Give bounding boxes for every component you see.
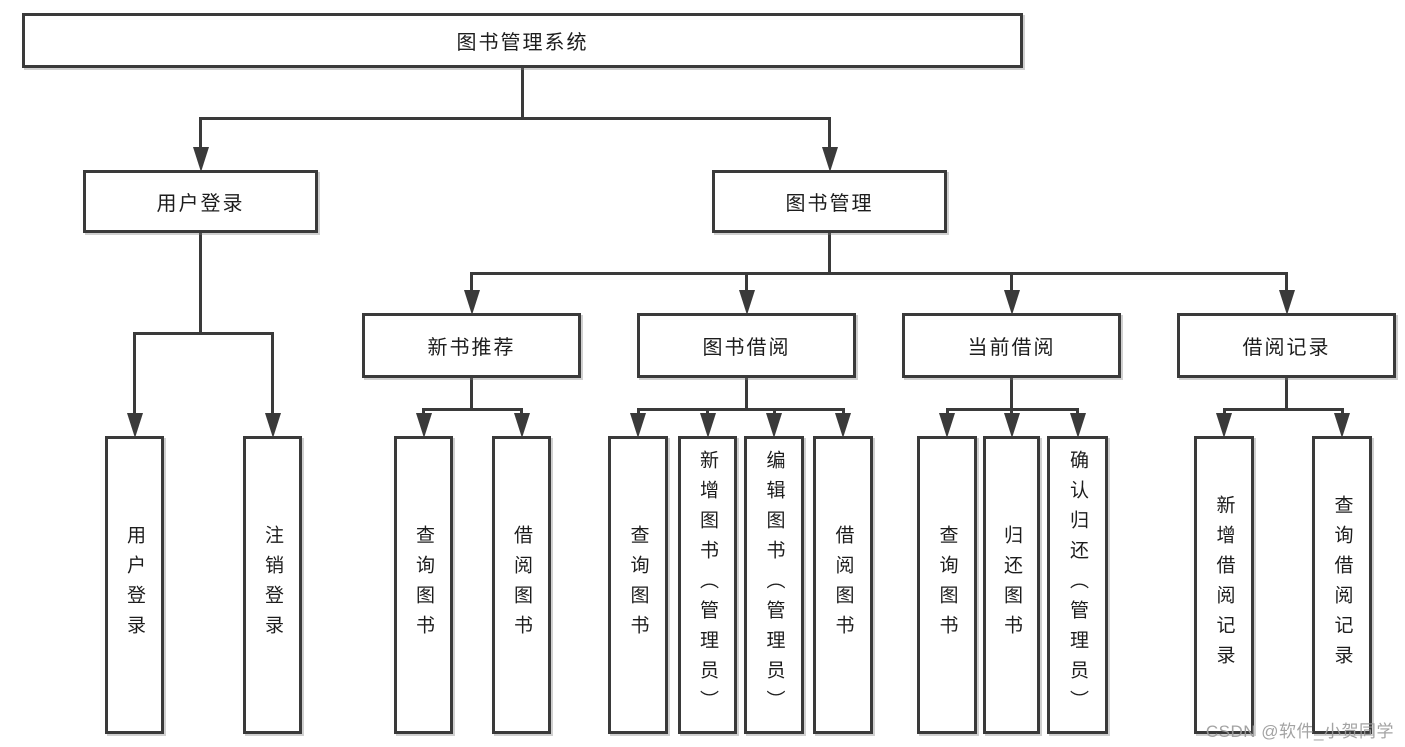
connector-stem-user-login (199, 232, 202, 335)
connector-stem-current-borrowing (1010, 377, 1013, 411)
connector-stem-book-management (828, 232, 831, 275)
connector-stem-book-borrowing (745, 377, 748, 411)
node-nbr-query-book: 查询图书 (394, 436, 453, 734)
arrowhead-book-management-borrowing-records (1278, 290, 1295, 315)
node-bb-add-book: 新增图书（管理员） (678, 436, 737, 734)
arrowhead-user-login-logout (264, 413, 281, 438)
connector-drop-book-borrowing-bb-borrow-book (841, 409, 845, 415)
connector-drop-system-user-login (199, 118, 202, 149)
connector-drop-new-book-recommend-nbr-query-book (422, 409, 425, 415)
connector-drop-current-borrowing-cb-return-book (1010, 409, 1013, 415)
node-current-borrowing: 当前借阅 (902, 313, 1121, 378)
connector-drop-current-borrowing-cb-confirm-return (1076, 409, 1079, 415)
node-nbr-borrow-book: 借阅图书 (492, 436, 551, 734)
arrowhead-current-borrowing-cb-query-book (939, 413, 955, 438)
connector-bar-new-book-recommend (422, 407, 523, 411)
node-bb-query-book: 查询图书 (608, 436, 668, 734)
node-bb-borrow-book: 借阅图书 (813, 436, 873, 734)
connector-bar-borrowing-records (1222, 407, 1344, 411)
arrowhead-book-management-new-book-recommend (463, 290, 480, 315)
arrowhead-borrowing-records-br-query-record (1334, 413, 1350, 438)
arrowhead-book-borrowing-bb-borrow-book (835, 413, 851, 438)
node-user-login: 用户登录 (83, 170, 318, 233)
arrowhead-current-borrowing-cb-return-book (1003, 413, 1020, 438)
arrowhead-book-management-book-borrowing (738, 290, 755, 315)
node-cb-query-book: 查询图书 (917, 436, 977, 734)
connector-drop-borrowing-records-br-add-record (1222, 409, 1226, 415)
connector-stem-new-book-recommend (470, 377, 473, 411)
arrowhead-book-management-current-borrowing (1003, 290, 1020, 315)
node-br-add-record: 新增借阅记录 (1194, 436, 1254, 734)
node-br-query-record: 查询借阅记录 (1312, 436, 1372, 734)
node-book-borrowing: 图书借阅 (637, 313, 856, 378)
connector-stem-system (521, 67, 524, 120)
arrowhead-current-borrowing-cb-confirm-return (1069, 413, 1086, 438)
connector-drop-user-login-logout (271, 333, 274, 415)
connector-bar-book-management (470, 271, 1288, 275)
arrowhead-book-borrowing-bb-add-book (699, 413, 716, 438)
arrowhead-system-user-login (192, 147, 209, 172)
connector-drop-current-borrowing-cb-query-book (945, 409, 949, 415)
node-cb-confirm-return: 确认归还（管理员） (1047, 436, 1108, 734)
arrowhead-user-login-login (126, 413, 143, 438)
arrowhead-system-book-management (821, 147, 838, 172)
connector-drop-new-book-recommend-nbr-borrow-book (520, 409, 523, 415)
connector-drop-system-book-management (828, 118, 831, 149)
arrowhead-book-borrowing-bb-query-book (630, 413, 646, 438)
node-bb-edit-book: 编辑图书（管理员） (744, 436, 804, 734)
connector-bar-book-borrowing (636, 407, 845, 411)
connector-drop-book-management-new-book-recommend (470, 273, 473, 292)
connector-bar-system (199, 116, 831, 120)
node-borrowing-records: 借阅记录 (1177, 313, 1396, 378)
arrowhead-new-book-recommend-nbr-query-book (415, 413, 432, 438)
connector-drop-book-management-book-borrowing (745, 273, 748, 292)
node-logout: 注销登录 (243, 436, 302, 734)
connector-drop-book-borrowing-bb-add-book (706, 409, 709, 415)
node-new-book-recommend: 新书推荐 (362, 313, 581, 378)
connector-stem-borrowing-records (1285, 377, 1288, 411)
arrowhead-borrowing-records-br-add-record (1216, 413, 1232, 438)
connector-drop-borrowing-records-br-query-record (1340, 409, 1344, 415)
connector-drop-book-management-current-borrowing (1010, 273, 1013, 292)
connector-drop-book-management-borrowing-records (1285, 273, 1288, 292)
connector-drop-book-borrowing-bb-query-book (636, 409, 640, 415)
csdn-watermark: CSDN @软件_小贺同学 (1205, 722, 1394, 741)
node-system: 图书管理系统 (22, 13, 1023, 68)
node-login: 用户登录 (105, 436, 164, 734)
connector-bar-user-login (133, 331, 274, 335)
connector-drop-user-login-login (133, 333, 136, 415)
connector-drop-book-borrowing-bb-edit-book (772, 409, 776, 415)
arrowhead-new-book-recommend-nbr-borrow-book (513, 413, 530, 438)
node-cb-return-book: 归还图书 (983, 436, 1040, 734)
node-book-management: 图书管理 (712, 170, 947, 233)
arrowhead-book-borrowing-bb-edit-book (766, 413, 782, 438)
